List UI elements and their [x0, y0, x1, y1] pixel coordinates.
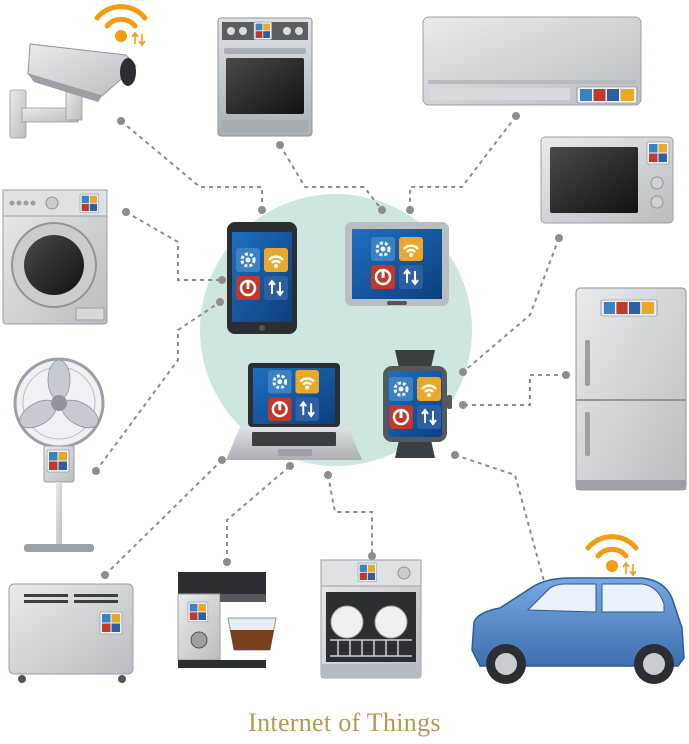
connector-car [454, 454, 546, 586]
car [471, 577, 685, 684]
tablet-landscape [345, 222, 449, 306]
connector-fan [95, 301, 221, 472]
security-camera [9, 43, 137, 139]
oven [217, 17, 313, 137]
tablet-vertical [227, 222, 297, 334]
smartwatch [383, 350, 452, 458]
car-wifi-icon [588, 537, 636, 575]
laptop [226, 363, 362, 460]
connector-ac [409, 115, 517, 210]
dishwasher [320, 559, 422, 679]
connector-coffee [226, 465, 291, 562]
washing-machine [2, 189, 108, 325]
connector-heater [104, 459, 223, 576]
connector-dishwasher [327, 474, 373, 556]
fan [13, 357, 105, 552]
connector-fridge [463, 374, 566, 406]
air-conditioner [422, 16, 642, 106]
microwave [540, 136, 674, 224]
wifi-icon [97, 7, 145, 45]
diagram-caption: Internet of Things [248, 708, 441, 737]
connectors [95, 115, 566, 586]
coffee-machine [177, 572, 277, 668]
heater [8, 583, 134, 683]
refrigerator [575, 287, 687, 491]
connector-oven [279, 144, 383, 211]
connector-washer [125, 211, 222, 281]
connector-dots [92, 112, 570, 589]
connector-microwave [462, 237, 560, 373]
connector-camera [120, 120, 263, 210]
